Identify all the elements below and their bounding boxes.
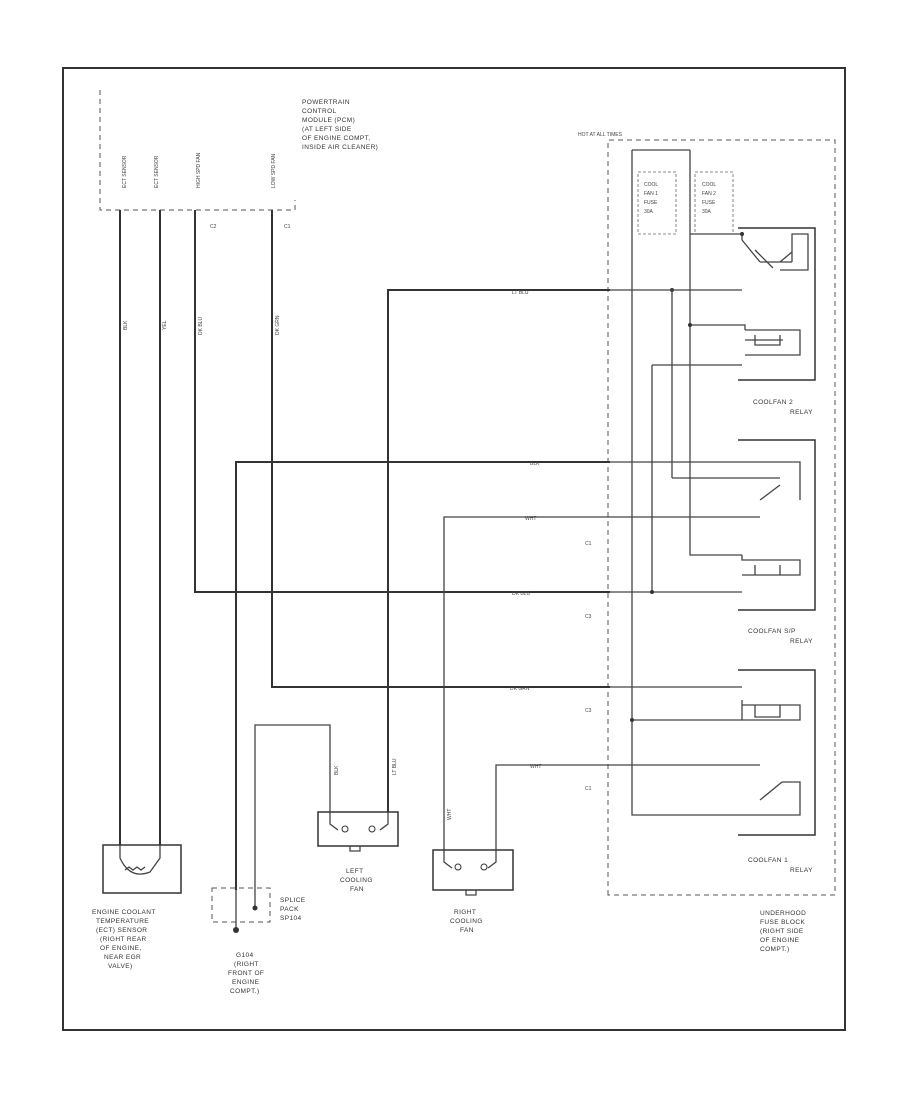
fuse-block-outline xyxy=(607,139,836,896)
wire-left-fan-cyan xyxy=(387,289,610,812)
diagram-frame xyxy=(62,67,846,1031)
wire-label-yel-v: YEL xyxy=(162,320,168,330)
wire-labels: LT BLU BLK WHT DK BLU DK GRN WHT C1 C3 C… xyxy=(123,290,592,820)
relay-1-line-2: RELAY xyxy=(790,867,813,874)
wire-ground-black xyxy=(235,461,610,890)
pin-label-high-fan: HIGH SPD FAN xyxy=(196,152,202,188)
ground-line-5: COMPT.) xyxy=(230,988,260,995)
coolfan-2-relay: COOLFAN 2 RELAY xyxy=(652,227,816,416)
pcm-line-6: INSIDE AIR CLEANER) xyxy=(302,144,378,151)
wire-label-dkgrn-v: DK GRN xyxy=(275,315,281,335)
ground-line-1: G104 xyxy=(236,952,254,959)
fuse-block-header: HOT AT ALL TIMES xyxy=(578,132,623,138)
fuse-block-label: UNDERHOOD FUSE BLOCK (RIGHT SIDE OF ENGI… xyxy=(760,910,806,953)
wire-low-fan-green xyxy=(271,210,610,688)
left-fan-line-2: COOLING xyxy=(340,877,373,884)
pcm-line-2: CONTROL xyxy=(302,108,337,115)
wire-label-dkblu-v: DK BLU xyxy=(198,317,204,335)
wire-label-wht: WHT xyxy=(525,516,536,522)
fuse-1: COOL FAN 1 FUSE 30A xyxy=(631,171,677,235)
pcm-label: POWERTRAIN CONTROL MODULE (PCM) (AT LEFT… xyxy=(302,99,378,151)
pcm-outline xyxy=(99,90,296,211)
ect-line-7: VALVE) xyxy=(108,963,133,970)
fuse2-rail xyxy=(689,234,742,556)
fuse-2-line-4: 30A xyxy=(702,209,712,215)
ect-line-4: (RIGHT REAR xyxy=(100,936,147,943)
fuse-block-line-5: COMPT.) xyxy=(760,946,790,953)
wire-label-blk: BLK xyxy=(530,461,540,467)
fuse-1-line-1: COOL xyxy=(644,182,658,188)
relay-2-line-2: RELAY xyxy=(790,409,813,416)
coolfan-1-relay: COOLFAN 1 RELAY xyxy=(630,669,816,874)
right-fan-line-3: FAN xyxy=(460,927,474,934)
pcm-connector-c2: C2 xyxy=(210,224,217,230)
wire-label-wht-v: WHT xyxy=(447,809,453,820)
ect-line-2: TEMPERATURE xyxy=(96,918,149,925)
ground-line-3: FRONT OF xyxy=(228,970,264,977)
pcm-line-1: POWERTRAIN xyxy=(302,99,350,106)
wire-label-blk-v: BLK xyxy=(123,320,129,330)
ect-line-1: ENGINE COOLANT xyxy=(92,909,156,916)
wire-right-fan-white-2 xyxy=(495,764,610,850)
fuse-block-line-3: (RIGHT SIDE xyxy=(760,928,804,935)
pcm-line-4: (AT LEFT SIDE xyxy=(302,126,352,133)
fuse-block-line-2: FUSE BLOCK xyxy=(760,919,805,926)
connector-c3-a: C3 xyxy=(585,614,592,620)
pin-label-low-fan: LOW SPD FAN xyxy=(271,153,277,188)
ground-line-2: (RIGHT xyxy=(234,961,259,968)
left-cooling-fan: LEFT COOLING FAN xyxy=(317,811,399,893)
relay-sp-line-2: RELAY xyxy=(790,638,813,645)
relay-sp-line-1: COOLFAN S/P xyxy=(748,628,796,635)
pcm-pin-labels: ECT SENSOR ECT SENSOR HIGH SPD FAN LOW S… xyxy=(122,152,291,230)
right-fan-line-1: RIGHT xyxy=(454,909,476,916)
internal-dkblu-run xyxy=(610,365,742,593)
pcm-line-3: MODULE (PCM) xyxy=(302,117,355,124)
ect-sensor: ENGINE COOLANT TEMPERATURE (ECT) SENSOR … xyxy=(92,844,182,970)
connector-c1-b: C1 xyxy=(585,786,592,792)
ground-line-4: ENGINE xyxy=(232,979,260,986)
wire-label-lt-blu: LT BLU xyxy=(512,290,529,296)
wire-label-blk-v2: BLK xyxy=(334,765,340,775)
fuse-2-line-3: FUSE xyxy=(702,200,716,206)
splice-line-3: SP104 xyxy=(280,915,302,922)
fuse1-rail xyxy=(631,210,742,816)
fuse-1-line-3: FUSE xyxy=(644,200,658,206)
connector-c1-a: C1 xyxy=(585,541,592,547)
splice-pack: SPLICE PACK SP104 xyxy=(211,887,306,933)
connector-c3-b: C3 xyxy=(585,708,592,714)
fuse-block-line-1: UNDERHOOD xyxy=(760,910,806,917)
fuse-1-line-2: FAN 1 xyxy=(644,191,658,197)
fuse-2-line-2: FAN 2 xyxy=(702,191,716,197)
right-fan-line-2: COOLING xyxy=(450,918,483,925)
wire-label-wht-2: WHT xyxy=(530,764,541,770)
pcm-line-5: OF ENGINE COMPT, xyxy=(302,135,371,142)
fuse-2-line-1: COOL xyxy=(702,182,716,188)
wire-splice-black xyxy=(254,724,331,890)
left-fan-line-1: LEFT xyxy=(346,868,364,875)
ground-g104: G104 (RIGHT FRONT OF ENGINE COMPT.) xyxy=(228,952,264,995)
fuse-2: COOL FAN 2 FUSE 30A xyxy=(689,171,734,235)
fuse-bus xyxy=(631,149,691,172)
splice-line-2: PACK xyxy=(280,906,299,913)
pin-label-ect-1: ECT SENSOR xyxy=(122,155,128,188)
ect-line-5: OF ENGINE, xyxy=(100,945,142,952)
left-fan-line-3: FAN xyxy=(350,886,364,893)
coolfan-sp-relay: COOLFAN S/P RELAY xyxy=(670,288,816,645)
pcm-connector-c1: C1 xyxy=(284,224,291,230)
right-cooling-fan: RIGHT COOLING FAN xyxy=(432,849,514,934)
wire-high-fan-blue xyxy=(194,210,610,593)
wire-label-ltblu-v: LT BLU xyxy=(392,758,398,775)
ect-line-6: NEAR EGR xyxy=(104,954,141,961)
fuse-1-line-4: 30A xyxy=(644,209,654,215)
wire-right-fan-white xyxy=(443,516,610,850)
wire-label-dk-grn: DK GRN xyxy=(510,686,530,692)
pin-label-ect-2: ECT SENSOR xyxy=(154,155,160,188)
relay-2-line-1: COOLFAN 2 xyxy=(753,399,793,406)
fuse-block-line-4: OF ENGINE xyxy=(760,937,800,944)
ect-line-3: (ECT) SENSOR xyxy=(96,927,147,934)
splice-line-1: SPLICE xyxy=(280,897,306,904)
relay-1-line-1: COOLFAN 1 xyxy=(748,857,788,864)
wire-label-dk-blu: DK BLU xyxy=(512,591,530,597)
